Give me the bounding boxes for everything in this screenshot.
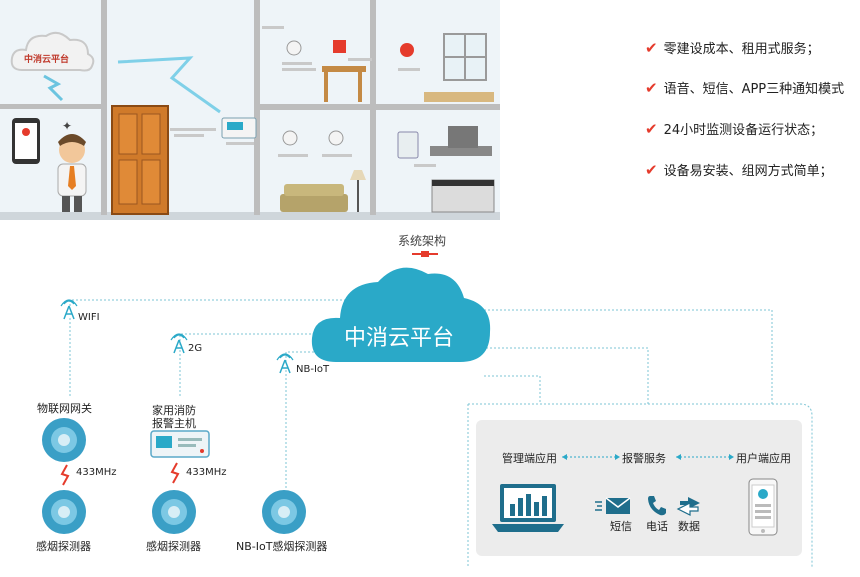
cloud-platform-label: 中消云平台 (344, 326, 455, 351)
detector-label: 感烟探测器 (36, 540, 91, 553)
antenna-icon (60, 299, 78, 320)
check-icon: ✔ (645, 39, 658, 57)
gateway-device-icon (42, 418, 86, 462)
service-arrows (562, 454, 734, 460)
check-icon: ✔ (645, 79, 658, 97)
nbiot-smoke-detector-icon (262, 490, 306, 534)
detector-label: 感烟探测器 (146, 540, 201, 553)
check-icon: ✔ (645, 120, 658, 138)
frequency-label: 433MHz (76, 467, 117, 478)
wifi-label: WIFI (78, 312, 100, 323)
2g-label: 2G (188, 343, 203, 354)
wireless-link-icon (60, 464, 70, 486)
phone-label: 电话 (646, 520, 668, 533)
alarm-service-label: 报警服务 (622, 452, 666, 465)
mgmt-app-label: 管理端应用 (502, 452, 557, 465)
diagram-title: 系统架构 (398, 234, 447, 248)
user-app-label: 用户端应用 (736, 452, 791, 465)
data-exchange-icon (676, 497, 700, 516)
data-label: 数据 (678, 520, 700, 533)
svg-text:✦: ✦ (62, 119, 72, 133)
phone-icon (648, 496, 666, 516)
host-label-line2: 报警主机 (152, 417, 196, 430)
title-marker (412, 251, 438, 257)
illustration-cloud (10, 31, 95, 72)
frequency-label: 433MHz (186, 467, 227, 478)
wireless-link-icon (170, 462, 180, 484)
feature-item: ✔语音、短信、APP三种通知模式 (645, 79, 845, 97)
illustration-cloud-label: 中消云平台 (24, 55, 70, 65)
feature-item: ✔24小时监测设备运行状态； (645, 120, 824, 138)
home-illustration: ✦ 中消云平台 (0, 0, 500, 220)
smoke-detector-icon (42, 490, 86, 534)
gateway-label: 物联网网关 (37, 402, 92, 415)
nbiot-label: NB-IoT (296, 364, 330, 375)
check-icon: ✔ (645, 161, 658, 179)
nbiot-detector-label: NB-IoT感烟探测器 (236, 540, 328, 553)
antenna-icon (276, 353, 294, 374)
cloud-platform-icon (311, 267, 491, 362)
mobile-app-icon (748, 478, 778, 536)
feature-item: ✔设备易安装、组网方式简单； (645, 161, 833, 179)
host-label-line1: 家用消防 (152, 404, 196, 417)
laptop-dashboard-icon (492, 484, 564, 532)
sms-envelope-icon (595, 497, 631, 514)
house-scene: ✦ (0, 0, 500, 220)
alarm-host-icon (150, 430, 210, 458)
feature-item: ✔零建设成本、租用式服务； (645, 39, 820, 57)
antenna-icon (170, 333, 188, 354)
smoke-detector-icon (152, 490, 196, 534)
sms-label: 短信 (610, 520, 632, 533)
